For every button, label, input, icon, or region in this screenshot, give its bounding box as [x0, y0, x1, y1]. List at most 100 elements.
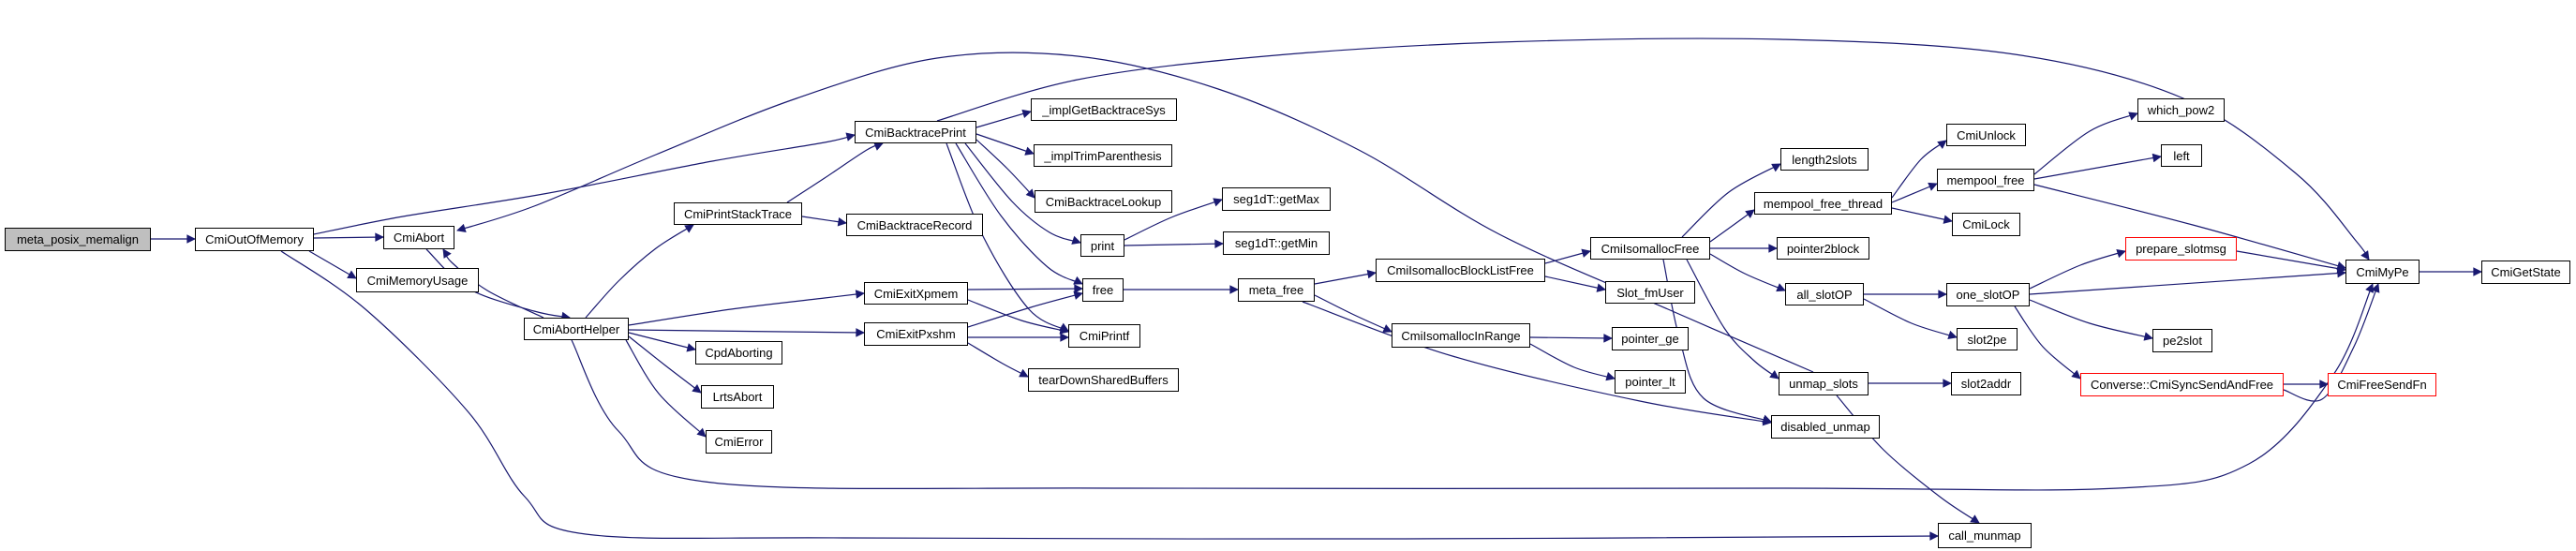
- edge-CmiBacktracePrint-to-_implGetBacktraceSys: [975, 109, 1032, 128]
- node-cmi-my-pe[interactable]: CmiMyPe: [2345, 260, 2420, 284]
- edge-CmiOutOfMemory-to-CmiMemoryUsage: [308, 250, 357, 279]
- edge-meta_free-to-CmiIsomallocBlockListFree: [1314, 269, 1377, 285]
- node-left[interactable]: left: [2161, 144, 2202, 167]
- edge-CmiIsomallocInRange-to-pointer_ge: [1529, 334, 1613, 343]
- edges: [151, 37, 2482, 541]
- node-impl-get-backtrace-sys[interactable]: _implGetBacktraceSys: [1031, 98, 1177, 121]
- edge-one_slotOP-to-pe2slot: [2029, 299, 2153, 341]
- edge-meta_free-to-disabled_unmap: [1302, 301, 1772, 426]
- edge-mempool_free_thread-to-CmiUnlock: [1891, 140, 1947, 199]
- node-cmi-abort-helper[interactable]: CmiAbortHelper: [524, 318, 629, 340]
- edge-one_slotOP-to-CmiMyPe: [2029, 268, 2346, 295]
- node-slot2pe[interactable]: slot2pe: [1957, 328, 2018, 350]
- node-one-slot-op[interactable]: one_slotOP: [1946, 283, 2030, 306]
- node-pointer-lt[interactable]: pointer_lt: [1615, 370, 1686, 394]
- node-prepare-slotmsg[interactable]: prepare_slotmsg: [2125, 237, 2237, 261]
- edge-prepare_slotmsg-to-CmiMyPe: [2236, 250, 2346, 274]
- node-cmi-free-send-fn[interactable]: CmiFreeSendFn: [2328, 373, 2436, 396]
- node-mempool-free-thread[interactable]: mempool_free_thread: [1754, 192, 1892, 215]
- node-cpd-aborting[interactable]: CpdAborting: [695, 341, 782, 365]
- edge-CmiBacktracePrint-to-_implTrimParenthesis: [975, 133, 1035, 156]
- node-cmi-unlock[interactable]: CmiUnlock: [1946, 124, 2026, 146]
- node-cmi-backtrace-lookup[interactable]: CmiBacktraceLookup: [1035, 190, 1172, 213]
- node-seg1dt-get-max[interactable]: seg1dT::getMax: [1222, 187, 1331, 211]
- node-cmi-out-of-memory[interactable]: CmiOutOfMemory: [195, 228, 314, 251]
- node-call-munmap[interactable]: call_munmap: [1938, 523, 2032, 548]
- node-cmi-abort[interactable]: CmiAbort: [383, 226, 454, 249]
- edge-CmiExitPxshm-to-tearDownSharedBuffers: [967, 342, 1029, 378]
- node-cmi-get-state[interactable]: CmiGetState: [2481, 261, 2570, 284]
- node-all-slot-op[interactable]: all_slotOP: [1785, 283, 1864, 305]
- node-seg1dt-get-min[interactable]: seg1dT::getMin: [1223, 231, 1330, 255]
- edge-CmiIsomallocBlockListFree-to-CmiIsomallocFree: [1544, 248, 1591, 264]
- edge-CmiOutOfMemory-to-CmiAbort: [313, 232, 384, 242]
- edge-CmiExitXpmem-to-CmiPrintf: [967, 299, 1069, 335]
- edge-CmiBacktracePrint-to-CmiMyPe: [936, 37, 2370, 261]
- edge-one_slotOP-to-Converse_CmiSyncSendAndFree: [2014, 305, 2081, 380]
- node-cmi-lock[interactable]: CmiLock: [1952, 213, 2020, 236]
- node-slot2addr[interactable]: slot2addr: [1951, 372, 2021, 395]
- node-disabled-unmap[interactable]: disabled_unmap: [1771, 415, 1880, 439]
- node-cmi-error[interactable]: CmiError: [706, 430, 772, 454]
- node-cmi-print-stack-trace[interactable]: CmiPrintStackTrace: [674, 202, 802, 225]
- edge-CmiOutOfMemory-to-CmiBacktracePrint: [313, 132, 856, 235]
- edge-CmiAbortHelper-to-CmiPrintStackTrace: [585, 224, 694, 319]
- edge-CmiIsomallocFree-to-all_slotOP: [1709, 253, 1786, 292]
- node-lrts-abort[interactable]: LrtsAbort: [701, 385, 774, 409]
- node-meta-posix-memalign: meta_posix_memalign: [5, 228, 151, 251]
- node-mempool-free[interactable]: mempool_free: [1937, 169, 2034, 191]
- edge-CmiExitXpmem-to-free: [967, 284, 1083, 293]
- edge-mempool_free-to-left: [2033, 153, 2162, 180]
- node-cmi-isomalloc-block-list-free[interactable]: CmiIsomallocBlockListFree: [1376, 259, 1545, 282]
- edge-CmiIsomallocFree-to-length2slots: [1681, 163, 1781, 238]
- edge-CmiBacktracePrint-to-print: [964, 142, 1081, 245]
- edge-CmiBacktracePrint-to-free: [955, 142, 1083, 285]
- edge-CmiAbortHelper-to-CmiExitPxshm: [628, 328, 865, 337]
- node-free[interactable]: free: [1082, 278, 1124, 302]
- edge-CmiAbortHelper-to-CmiMyPe: [571, 283, 2374, 491]
- edge-CmiBacktracePrint-to-CmiPrintf: [946, 142, 1069, 332]
- edge-unmap_slots-to-CmiAbort: [456, 52, 1814, 373]
- node-cmi-backtrace-record[interactable]: CmiBacktraceRecord: [846, 214, 983, 236]
- edge-CmiExitPxshm-to-free: [967, 290, 1083, 328]
- node-pointer2block[interactable]: pointer2block: [1777, 237, 1869, 260]
- node-cmi-printf[interactable]: CmiPrintf: [1068, 324, 1140, 348]
- node-pe2slot[interactable]: pe2slot: [2152, 329, 2212, 352]
- node-cmi-isomalloc-free[interactable]: CmiIsomallocFree: [1590, 237, 1710, 260]
- node-cmi-memory-usage[interactable]: CmiMemoryUsage: [356, 268, 479, 292]
- node-tear-down-shared-buffers[interactable]: tearDownSharedBuffers: [1028, 368, 1179, 392]
- node-meta-free[interactable]: meta_free: [1238, 278, 1315, 302]
- edge-CmiBacktracePrint-to-CmiBacktraceLookup: [975, 139, 1035, 199]
- edge-meta_free-to-CmiIsomallocInRange: [1314, 294, 1392, 333]
- node-pointer-ge[interactable]: pointer_ge: [1612, 327, 1689, 350]
- edge-mempool_free_thread-to-CmiLock: [1891, 207, 1953, 224]
- edge-CmiAbortHelper-to-LrtsAbort: [628, 335, 702, 394]
- edge-one_slotOP-to-prepare_slotmsg: [2029, 248, 2126, 290]
- node-cmi-exit-xpmem[interactable]: CmiExitXpmem: [864, 282, 968, 305]
- node-cmi-exit-pxshm[interactable]: CmiExitPxshm: [864, 322, 968, 346]
- edge-mempool_free_thread-to-mempool_free: [1891, 182, 1938, 203]
- edge-CmiPrintStackTrace-to-CmiBacktracePrint: [786, 141, 884, 203]
- edge-all_slotOP-to-slot2pe: [1863, 298, 1958, 340]
- edge-CmiIsomallocFree-to-unmap_slots: [1686, 259, 1779, 380]
- edge-CmiAbortHelper-to-CpdAborting: [628, 332, 696, 352]
- edge-print-to-seg1dT_getMin: [1124, 239, 1224, 248]
- edge-CmiAbortHelper-to-CmiError: [625, 339, 707, 438]
- node-cmi-isomalloc-in-range[interactable]: CmiIsomallocInRange: [1392, 323, 1530, 348]
- node-slot-fm-user[interactable]: Slot_fmUser: [1605, 281, 1695, 304]
- edge-mempool_free-to-which_pow2: [2033, 112, 2138, 175]
- edge-CmiOutOfMemory-to-call_munmap: [280, 250, 1939, 541]
- node-which-pow2[interactable]: which_pow2: [2137, 98, 2225, 122]
- node-length2slots[interactable]: length2slots: [1780, 148, 1869, 171]
- edge-CmiAbortHelper-to-CmiExitXpmem: [628, 290, 865, 326]
- edge-CmiIsomallocBlockListFree-to-Slot_fmUser: [1544, 276, 1606, 292]
- node-converse-cmi-sync-send-and-free[interactable]: Converse::CmiSyncSendAndFree: [2080, 373, 2284, 396]
- edge-print-to-seg1dT_getMax: [1124, 198, 1223, 241]
- node-cmi-backtrace-print[interactable]: CmiBacktracePrint: [855, 121, 976, 143]
- edge-CmiPrintStackTrace-to-CmiBacktraceRecord: [801, 216, 847, 227]
- node-print[interactable]: print: [1080, 234, 1124, 257]
- edge-CmiIsomallocInRange-to-pointer_lt: [1529, 343, 1616, 381]
- node-impl-trim-parenthesis[interactable]: _implTrimParenthesis: [1034, 144, 1172, 167]
- node-unmap-slots[interactable]: unmap_slots: [1779, 372, 1869, 395]
